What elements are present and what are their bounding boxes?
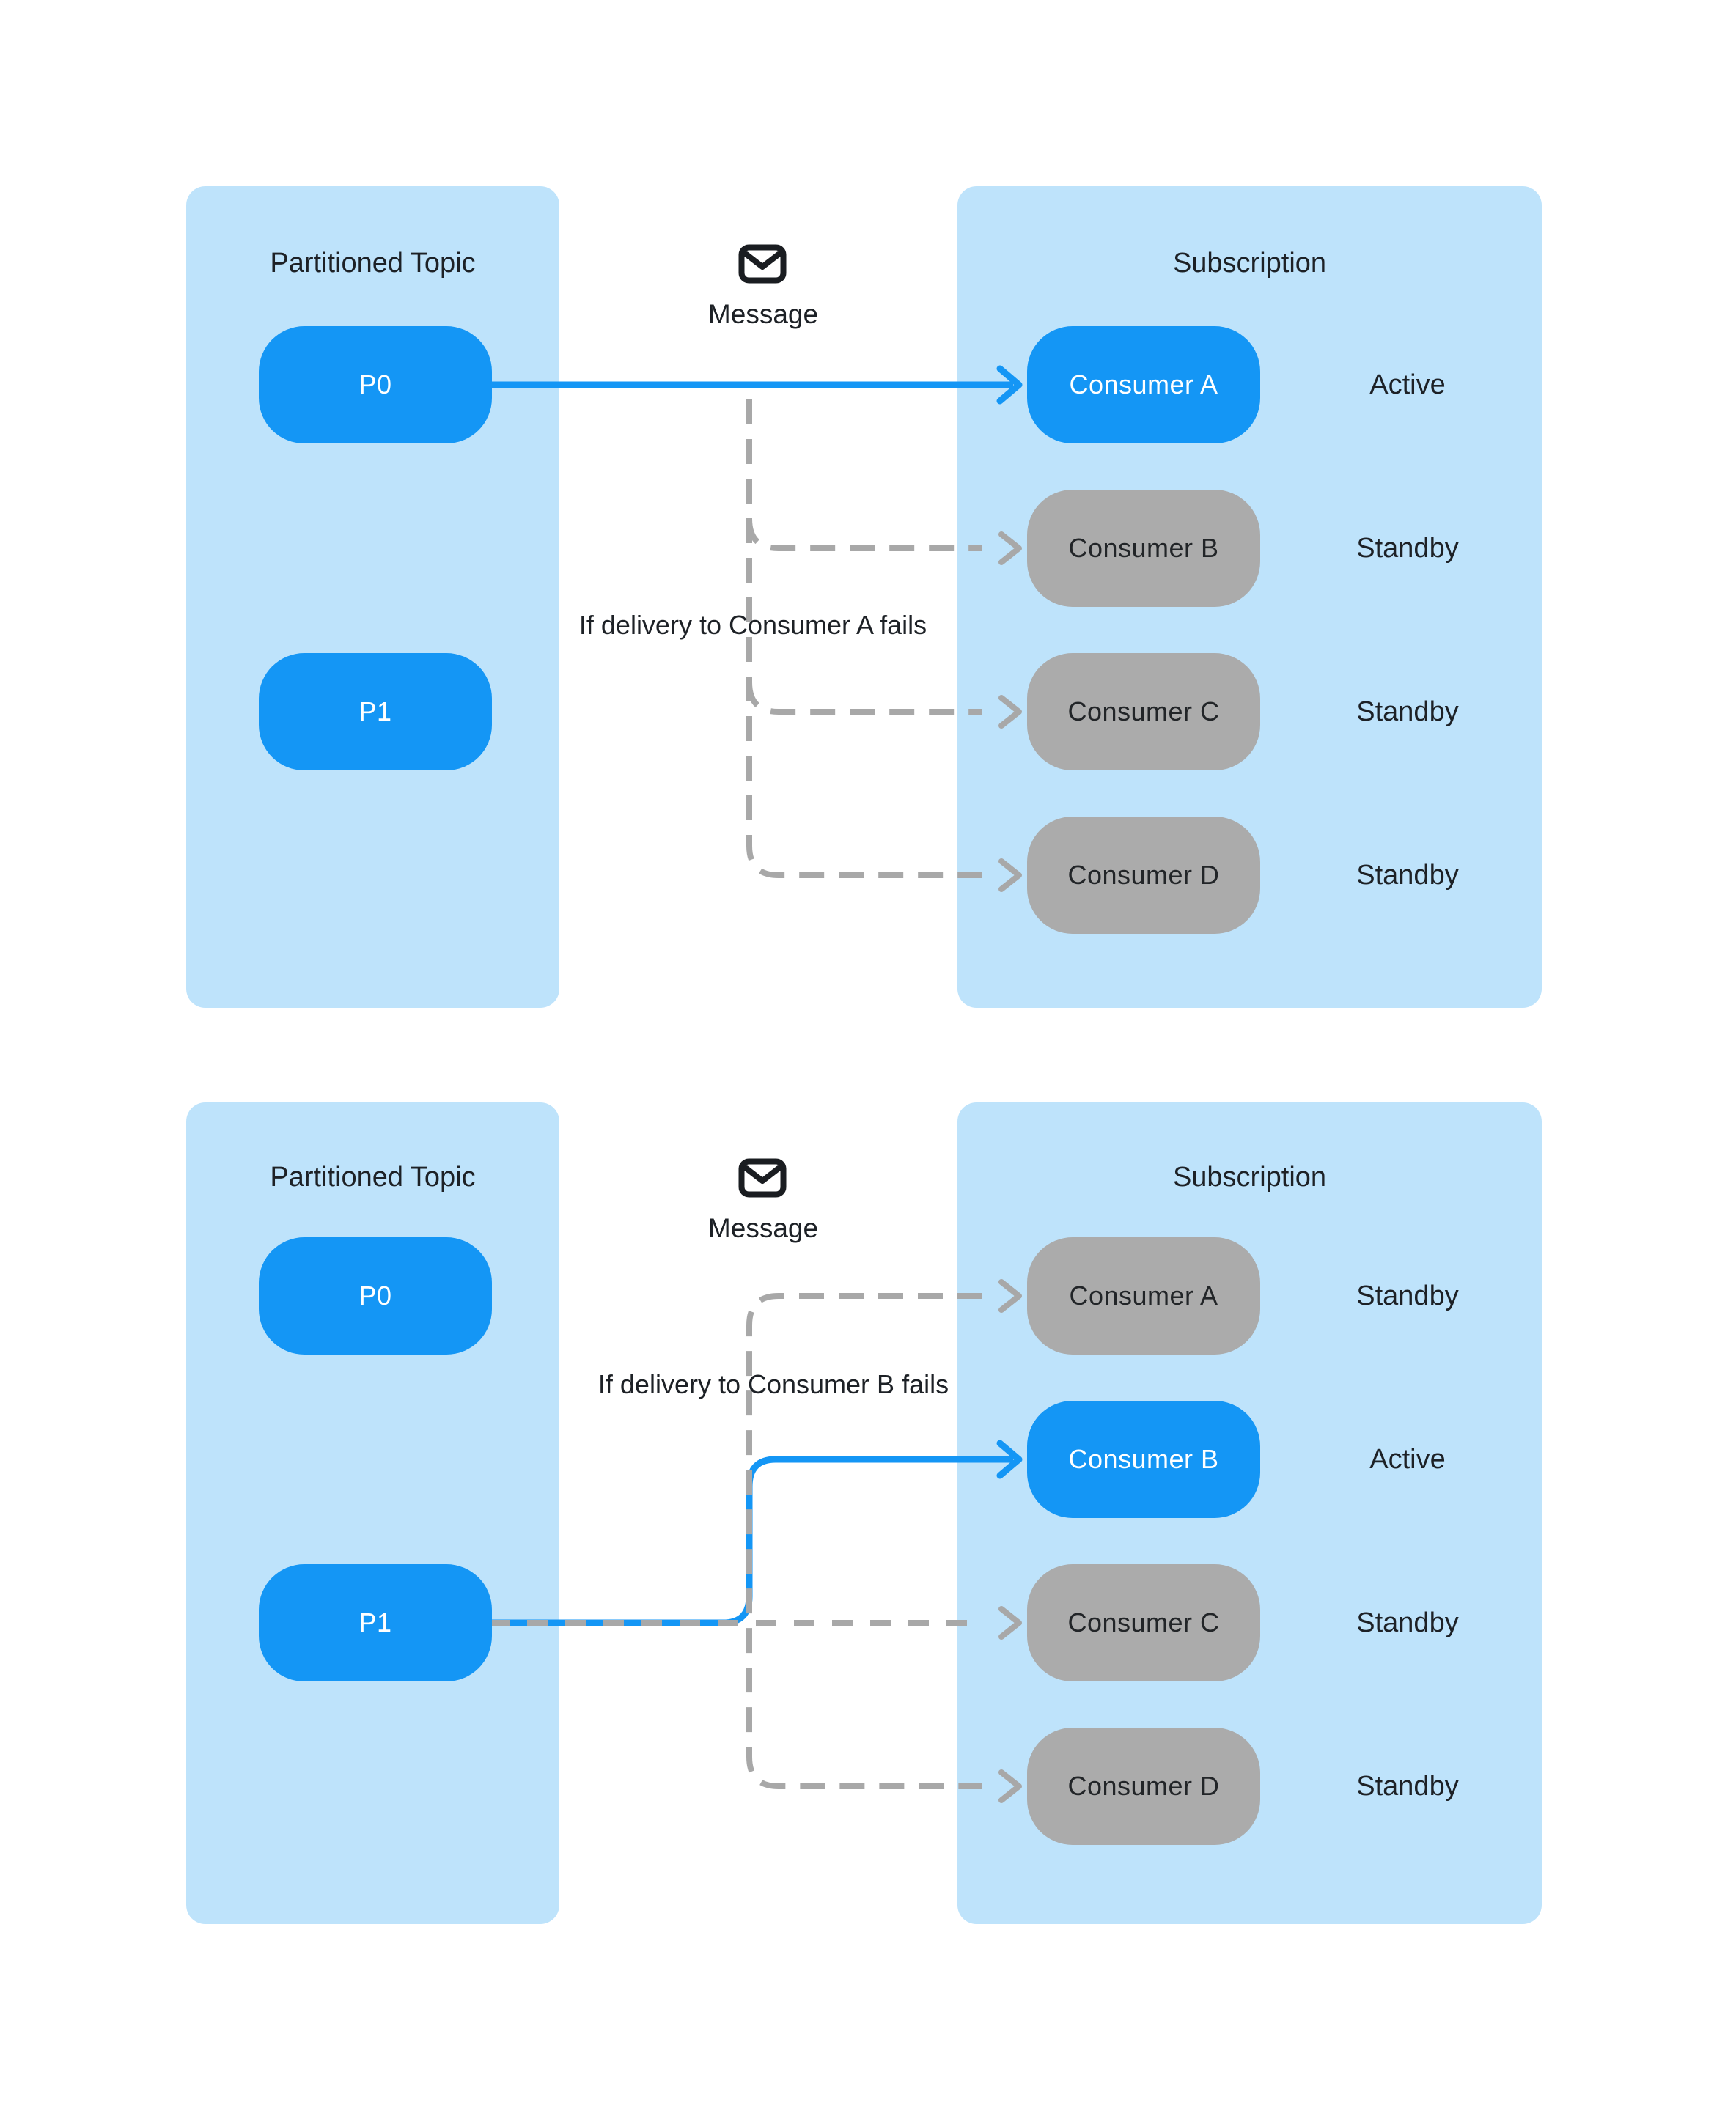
status-label-c-2: Standby [1356,1607,1459,1638]
status-label-c-1: Standby [1356,696,1459,727]
consumer-label: Consumer C [1067,1607,1220,1637]
consumer-label: Consumer A [1069,1281,1218,1311]
partition-label: P0 [358,1281,392,1311]
failover-trunk-line-2 [746,1293,982,1789]
consumer-label: Consumer D [1067,860,1220,890]
status-label-b-1: Standby [1356,533,1459,564]
failover-note-1: If delivery to Consumer A fails [578,610,927,640]
consumer-pill-b-2: Consumer B [1027,1401,1260,1518]
failover-trunk-line-1 [746,399,982,878]
status-label-a-1: Active [1369,369,1446,400]
consumer-pill-c-1: Consumer C [1027,653,1260,770]
consumer-label: Consumer D [1067,1771,1220,1801]
partition-pill-p1-2: P1 [259,1564,492,1681]
arrowhead-consumer-b-1-icon [998,531,1022,565]
panel-title-subscription-1: Subscription [1172,248,1327,279]
arrowhead-consumer-a-2-icon [998,1279,1022,1313]
partition-pill-p0-2: P0 [259,1237,492,1355]
arrowhead-consumer-a-1-icon [996,365,1023,405]
partition-label: P1 [358,696,392,726]
envelope-icon [738,1158,787,1198]
consumer-pill-d-1: Consumer D [1027,817,1260,934]
consumer-pill-a-1: Consumer A [1027,326,1260,443]
consumer-label: Consumer A [1069,369,1218,399]
partition-pill-p1-1: P1 [259,653,492,770]
consumer-label: Consumer B [1068,533,1219,563]
arrowhead-consumer-c-2-icon [998,1606,1022,1640]
arrowhead-consumer-b-2-icon [996,1440,1023,1479]
failover-branch-consumer-c-1 [746,682,982,715]
consumer-pill-a-2: Consumer A [1027,1237,1260,1355]
partition-label: P1 [358,1607,392,1637]
envelope-icon [738,244,787,284]
partition-pill-p0-1: P0 [259,326,492,443]
consumer-pill-b-1: Consumer B [1027,490,1260,607]
message-label-2: Message [707,1213,819,1243]
consumer-pill-d-2: Consumer D [1027,1728,1260,1845]
arrowhead-consumer-d-1-icon [998,858,1022,892]
panel-title-subscription-2: Subscription [1172,1162,1327,1193]
consumer-label: Consumer C [1067,696,1220,726]
status-label-d-1: Standby [1356,860,1459,891]
panel-title-partitioned-topic-2: Partitioned Topic [270,1162,476,1193]
arrowhead-consumer-d-2-icon [998,1769,1022,1803]
arrowhead-consumer-c-1-icon [998,695,1022,729]
partition-label: P0 [358,369,392,399]
consumer-pill-c-2: Consumer C [1027,1564,1260,1681]
failover-branch-consumer-b-1 [746,518,982,551]
status-label-b-2: Active [1369,1444,1446,1475]
partitioned-topic-panel-1 [186,186,559,1008]
failover-note-2: If delivery to Consumer B fails [597,1369,949,1399]
status-label-d-2: Standby [1356,1771,1459,1802]
status-label-a-2: Standby [1356,1281,1459,1311]
consumer-label: Consumer B [1068,1444,1219,1474]
message-label-1: Message [707,299,819,329]
panel-title-partitioned-topic-1: Partitioned Topic [270,248,476,279]
